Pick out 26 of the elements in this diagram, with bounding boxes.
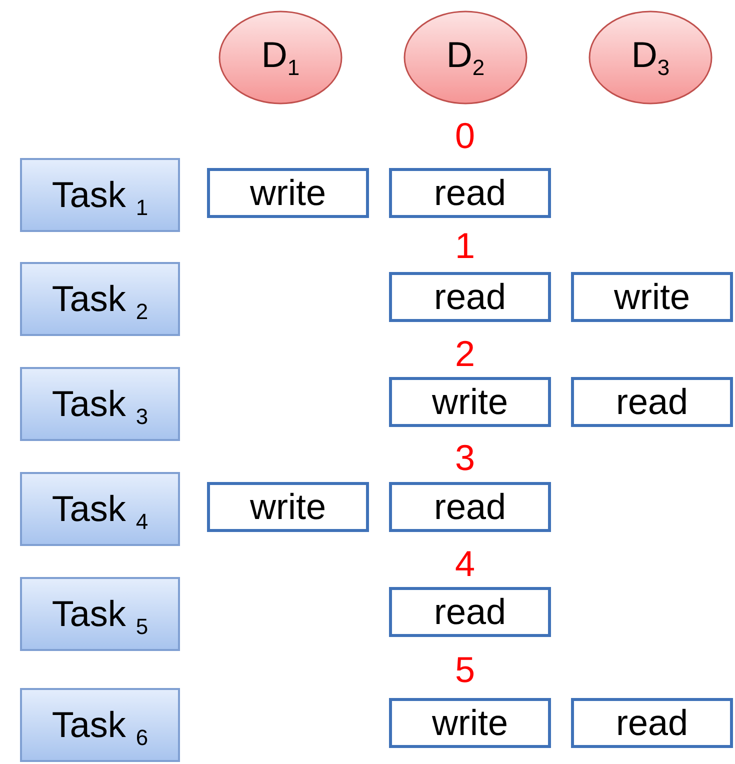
access-box: write [207,482,369,532]
access-box: read [571,698,733,748]
access-box: read [389,272,551,322]
data-label: D$_{3}$ [631,34,670,81]
access-box: write [389,377,551,427]
step-number: 4 [454,546,476,582]
task-box: Task $_{5}$ [20,577,180,651]
access-box: read [389,587,551,637]
step-number: 3 [454,440,476,476]
task-box: Task $_{2}$ [20,262,180,336]
step-number: 2 [454,336,476,372]
access-box: write [571,272,733,322]
task-box: Task $_{1}$ [20,158,180,232]
access-box: write [207,168,369,218]
data-label: D$_{1}$ [261,34,300,81]
task-box: Task $_{6}$ [20,688,180,762]
task-box: Task $_{4}$ [20,472,180,546]
data-label: D$_{2}$ [446,34,485,81]
task-box: Task $_{3}$ [20,367,180,441]
access-box: read [389,168,551,218]
access-box: read [571,377,733,427]
step-number: 0 [454,118,476,154]
access-box: read [389,482,551,532]
step-number: 5 [454,652,476,688]
step-number: 1 [454,228,476,264]
access-box: write [389,698,551,748]
